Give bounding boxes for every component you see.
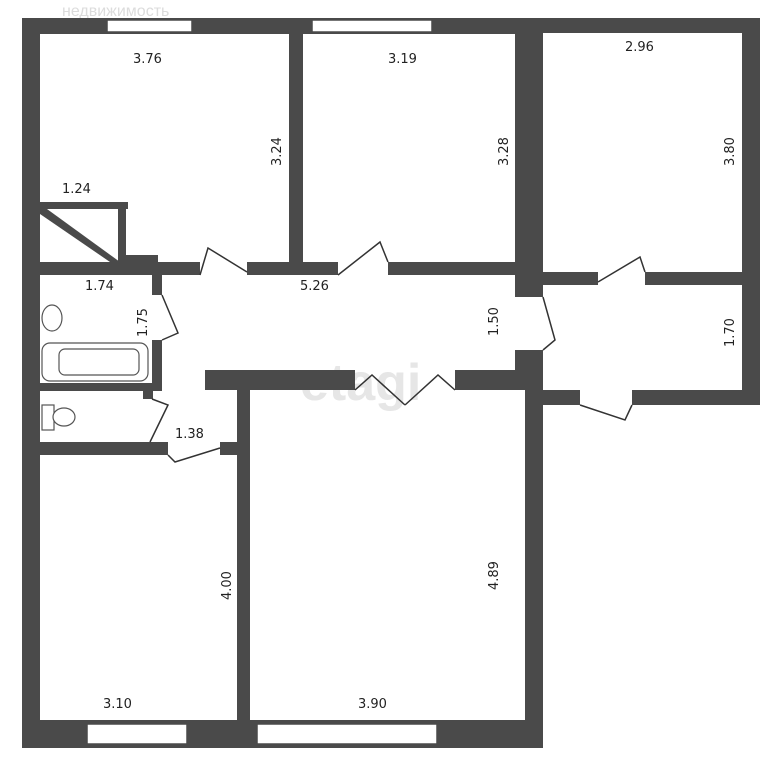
dim-label: 2.96 bbox=[625, 40, 654, 55]
dim-label: 1.74 bbox=[85, 279, 114, 294]
dim-label: 4.89 bbox=[487, 561, 502, 590]
site-watermark: недвижимость bbox=[62, 3, 169, 20]
dim-label: 3.90 bbox=[358, 697, 387, 712]
dim-label: 3.28 bbox=[497, 137, 512, 166]
toilet-icon bbox=[41, 404, 55, 431]
fixtures bbox=[41, 304, 149, 431]
dim-label: 3.76 bbox=[133, 52, 162, 67]
dim-label: 3.10 bbox=[103, 697, 132, 712]
sink-icon bbox=[41, 304, 63, 332]
dim-label: 3.19 bbox=[388, 52, 417, 67]
dim-label: 1.75 bbox=[136, 308, 151, 337]
windows bbox=[86, 19, 438, 745]
doors bbox=[149, 240, 646, 463]
dim-label: 4.00 bbox=[220, 571, 235, 600]
dim-label: 3.24 bbox=[270, 137, 285, 166]
dim-label: 1.38 bbox=[175, 427, 204, 442]
dim-label: 1.50 bbox=[487, 307, 502, 336]
dim-label: 1.70 bbox=[723, 318, 738, 347]
dim-label: 1.24 bbox=[62, 182, 91, 197]
dim-label: 5.26 bbox=[300, 279, 329, 294]
dimension-labels: 3.76 3.24 3.19 3.28 2.96 3.80 1.24 1.74 … bbox=[62, 40, 738, 712]
dim-label: 3.80 bbox=[723, 137, 738, 166]
